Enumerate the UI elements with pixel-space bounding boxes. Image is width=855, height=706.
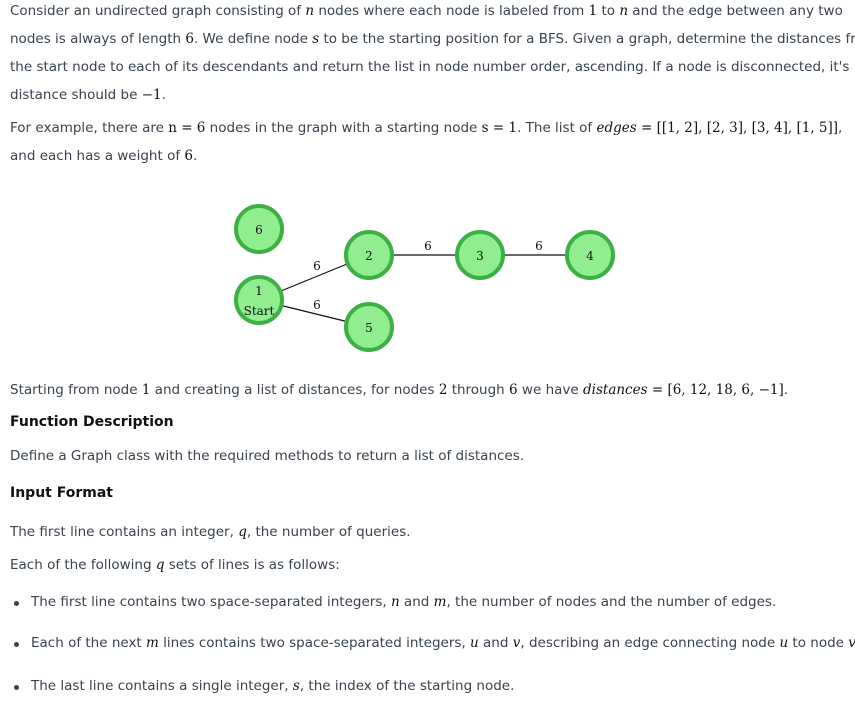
node-label: 6 — [255, 223, 263, 237]
intro-line-1: Consider an undirected graph consisting … — [10, 3, 843, 19]
graph-node-5 — [344, 302, 394, 352]
intro-line-4: distance should be −1. — [10, 87, 166, 103]
graph-node-1 — [234, 275, 284, 325]
node-label: 3 — [476, 249, 484, 263]
bullet-dot — [14, 601, 19, 606]
input-format-line-2: Each of the following q sets of lines is… — [10, 557, 340, 573]
graph-node-3 — [455, 230, 505, 280]
bullet-item-2: Each of the next m lines contains two sp… — [31, 635, 855, 651]
graph-edges: 6 6 6 6 — [258, 239, 590, 328]
node-label: 5 — [365, 321, 373, 335]
example-line-2: and each has a weight of 6. — [10, 148, 198, 164]
bullet-item-3: The last line contains a single integer,… — [31, 678, 515, 694]
graph-node-4 — [565, 230, 615, 280]
node-label: 4 — [586, 249, 594, 263]
input-format-heading: Input Format — [10, 485, 113, 501]
input-format-line-1: The first line contains an integer, q, t… — [10, 524, 411, 540]
node-label: 1 — [255, 284, 263, 298]
node-label: 2 — [365, 249, 373, 263]
node-sublabel: Start — [244, 304, 275, 318]
intro-line-2: nodes is always of length 6. We define n… — [10, 31, 855, 47]
edge-weight-label: 6 — [313, 259, 321, 273]
example-line-1: For example, there are n = 6 nodes in th… — [10, 120, 843, 136]
bullet-dot — [14, 642, 19, 647]
function-description-heading: Function Description — [10, 414, 174, 430]
result-line: Starting from node 1 and creating a list… — [10, 382, 789, 398]
edge-weight-label: 6 — [535, 239, 543, 253]
bullet-dot — [14, 685, 19, 690]
graph-node-2 — [344, 230, 394, 280]
bullet-item-1: The first line contains two space-separa… — [31, 594, 777, 610]
intro-line-3: the start node to each of its descendant… — [10, 59, 850, 75]
edge-weight-label: 6 — [424, 239, 432, 253]
graph-node-6 — [234, 204, 284, 254]
edge-weight-label: 6 — [313, 298, 321, 312]
function-description-text: Define a Graph class with the required m… — [10, 448, 525, 464]
